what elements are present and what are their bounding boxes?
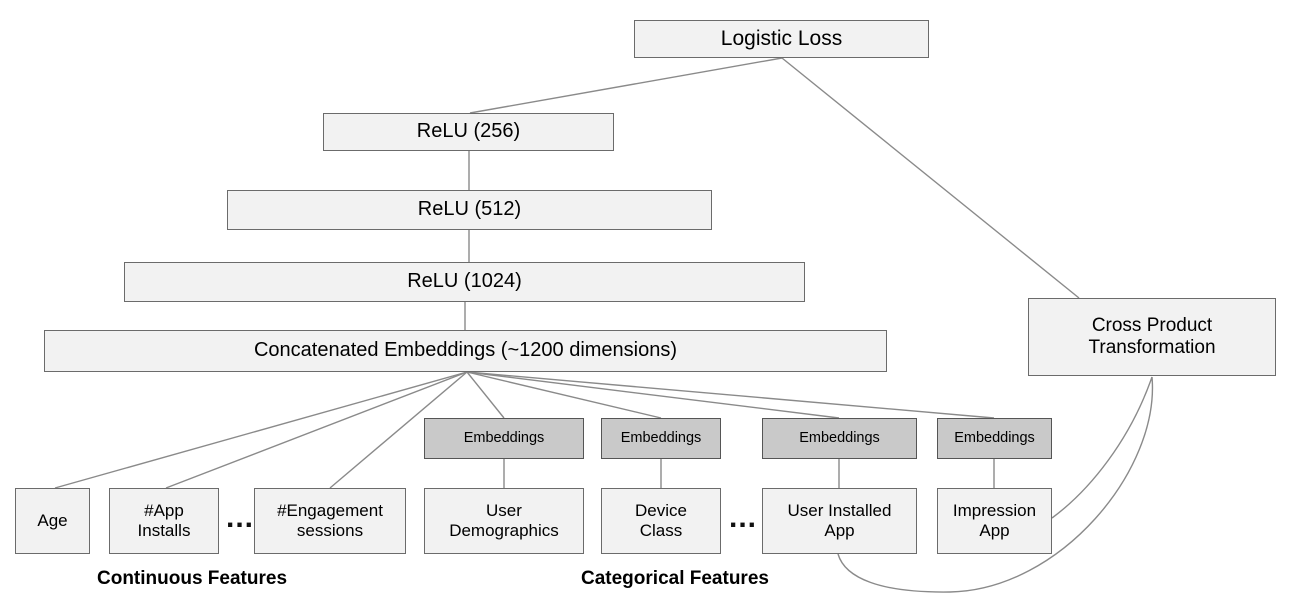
node-label: ReLU (1024) — [407, 270, 522, 293]
node-label: Logistic Loss — [720, 26, 843, 50]
edge-concat-to-embeddings-2 — [466, 371, 662, 419]
edge-logistic-loss-to-relu-256 — [469, 57, 783, 114]
node-logistic-loss[interactable]: Logistic Loss — [634, 20, 929, 58]
node-label: Embeddings — [954, 429, 1035, 446]
node-relu-512[interactable]: ReLU (512) — [227, 190, 712, 230]
node-label: ReLU (512) — [417, 198, 522, 221]
node-embeddings-3[interactable]: Embeddings — [762, 418, 917, 459]
edge-cross-to-impression-app — [1051, 376, 1153, 519]
node-embeddings-1[interactable]: Embeddings — [424, 418, 584, 459]
edge-logistic-loss-to-cross — [781, 57, 1080, 299]
node-label: ReLU (256) — [416, 120, 521, 143]
ellipsis-separator-2: ... — [729, 501, 758, 534]
node-concatenated-embeddings-1200-dimensions[interactable]: Concatenated Embeddings (~1200 dimension… — [44, 330, 887, 372]
node-relu-256[interactable]: ReLU (256) — [323, 113, 614, 151]
node-label: Concatenated Embeddings (~1200 dimension… — [253, 339, 678, 362]
node-label: Embeddings — [799, 429, 880, 446]
node-continuous-age[interactable]: Age — [15, 488, 90, 554]
edge-cross-to-user-installed-app — [837, 376, 1154, 593]
node-label: Embeddings — [620, 429, 702, 446]
node-embeddings-2[interactable]: Embeddings — [601, 418, 721, 459]
node-relu-1024[interactable]: ReLU (1024) — [124, 262, 805, 302]
edge-concat-to-age — [54, 371, 468, 489]
node-label: Embeddings — [463, 429, 545, 446]
edge-concat-to-embeddings-4 — [466, 371, 995, 419]
edge-concat-to-app-installs — [165, 371, 468, 489]
group-label-continuous-features: Continuous Features — [97, 568, 288, 589]
group-label-categorical-features: Categorical Features — [581, 568, 769, 589]
node-embeddings-4[interactable]: Embeddings — [937, 418, 1052, 459]
edge-concat-to-embeddings-1 — [466, 371, 505, 419]
ellipsis-separator-1: ... — [226, 501, 255, 534]
edge-concat-to-embeddings-3 — [466, 371, 840, 419]
node-label: Age — [37, 510, 68, 530]
